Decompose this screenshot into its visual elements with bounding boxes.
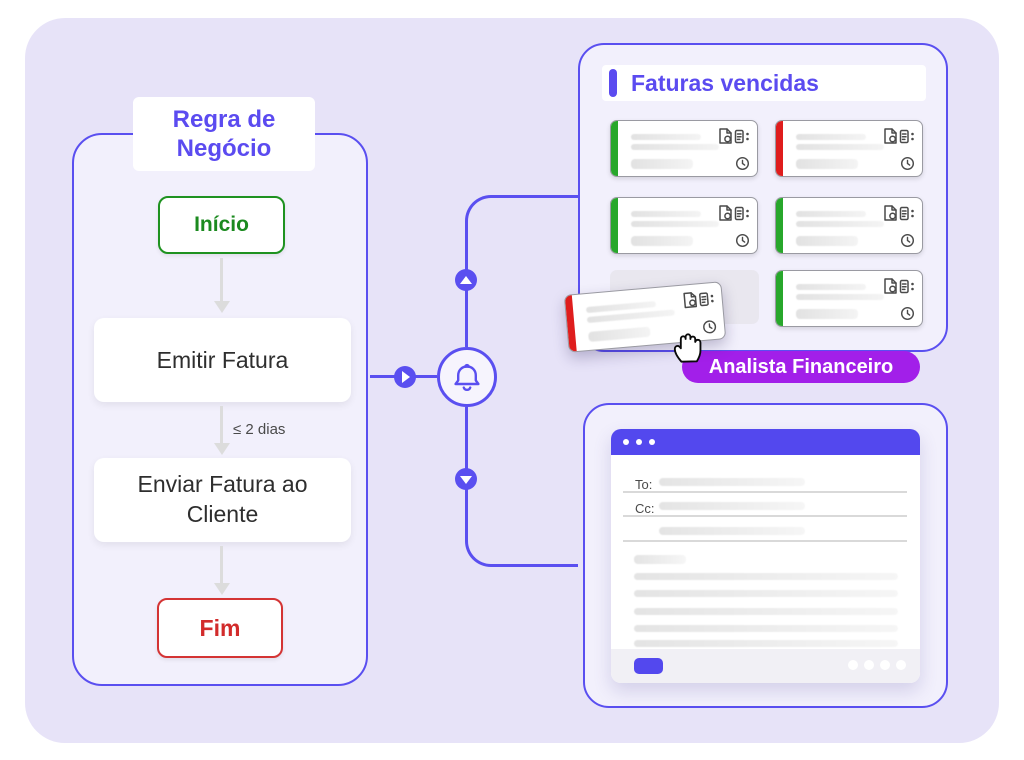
invoice-card[interactable] <box>775 270 923 327</box>
footer-dot-icon <box>848 660 858 670</box>
subject-field-value <box>659 527 805 535</box>
invoice-card[interactable] <box>610 120 758 177</box>
flowchart-title: Regra de Negócio <box>133 97 315 171</box>
flow-arrow-down-icon <box>220 546 223 584</box>
flow-arrow-down-icon <box>220 258 223 302</box>
drag-hand-cursor-icon <box>673 333 702 363</box>
window-footer <box>611 649 920 683</box>
documents-icon <box>719 128 750 144</box>
status-stripe <box>611 121 618 176</box>
documents-icon <box>884 128 915 144</box>
clock-icon <box>735 156 750 171</box>
window-dot-icon <box>623 439 629 445</box>
role-badge: Analista Financeiro <box>682 351 920 383</box>
body-text-line <box>634 555 686 564</box>
footer-actions <box>848 660 906 670</box>
send-button[interactable] <box>634 658 663 674</box>
body-text-line <box>634 625 898 632</box>
status-stripe <box>776 198 783 253</box>
clock-icon <box>900 233 915 248</box>
flow-arrow-down-icon <box>220 406 223 444</box>
flow-node-emit-invoice: Emitir Fatura <box>94 318 351 402</box>
window-dot-icon <box>649 439 655 445</box>
status-stripe <box>611 198 618 253</box>
flow-edge-label: ≤ 2 dias <box>233 421 286 438</box>
connector-to-invoices <box>465 195 578 347</box>
cc-field-value <box>659 502 805 510</box>
body-text-line <box>634 608 898 615</box>
title-accent-bar <box>609 69 617 97</box>
to-field-label: To: <box>635 477 653 492</box>
to-field-value <box>659 478 805 486</box>
documents-icon <box>719 205 750 221</box>
footer-dot-icon <box>880 660 890 670</box>
notification-node <box>437 347 497 407</box>
clock-icon <box>900 306 915 321</box>
window-titlebar <box>611 429 920 455</box>
connector-to-email <box>465 407 578 567</box>
arrow-right-icon <box>394 366 416 388</box>
footer-dot-icon <box>864 660 874 670</box>
arrow-down-icon <box>455 468 477 490</box>
body-text-line <box>634 573 898 580</box>
clock-icon <box>735 233 750 248</box>
body-text-line <box>634 590 898 597</box>
invoice-card[interactable] <box>610 197 758 254</box>
flow-node-send-invoice: Enviar Fatura ao Cliente <box>94 458 351 542</box>
clock-icon <box>900 156 915 171</box>
email-window: To: Cc: <box>611 429 920 683</box>
invoice-card[interactable] <box>775 120 923 177</box>
status-stripe <box>776 271 783 326</box>
invoices-title-strip: Faturas vencidas <box>602 65 926 101</box>
window-dot-icon <box>636 439 642 445</box>
status-stripe <box>776 121 783 176</box>
email-panel: To: Cc: <box>583 403 948 708</box>
footer-dot-icon <box>896 660 906 670</box>
cc-field-label: Cc: <box>635 501 655 516</box>
documents-icon <box>884 278 915 294</box>
invoices-panel-title: Faturas vencidas <box>631 69 819 96</box>
documents-icon <box>884 205 915 221</box>
documents-icon <box>683 290 715 309</box>
flow-node-start: Início <box>158 196 285 254</box>
arrow-up-icon <box>455 269 477 291</box>
bell-icon <box>454 363 480 392</box>
flow-node-end: Fim <box>157 598 283 658</box>
invoice-card[interactable] <box>775 197 923 254</box>
body-text-line <box>634 640 898 647</box>
